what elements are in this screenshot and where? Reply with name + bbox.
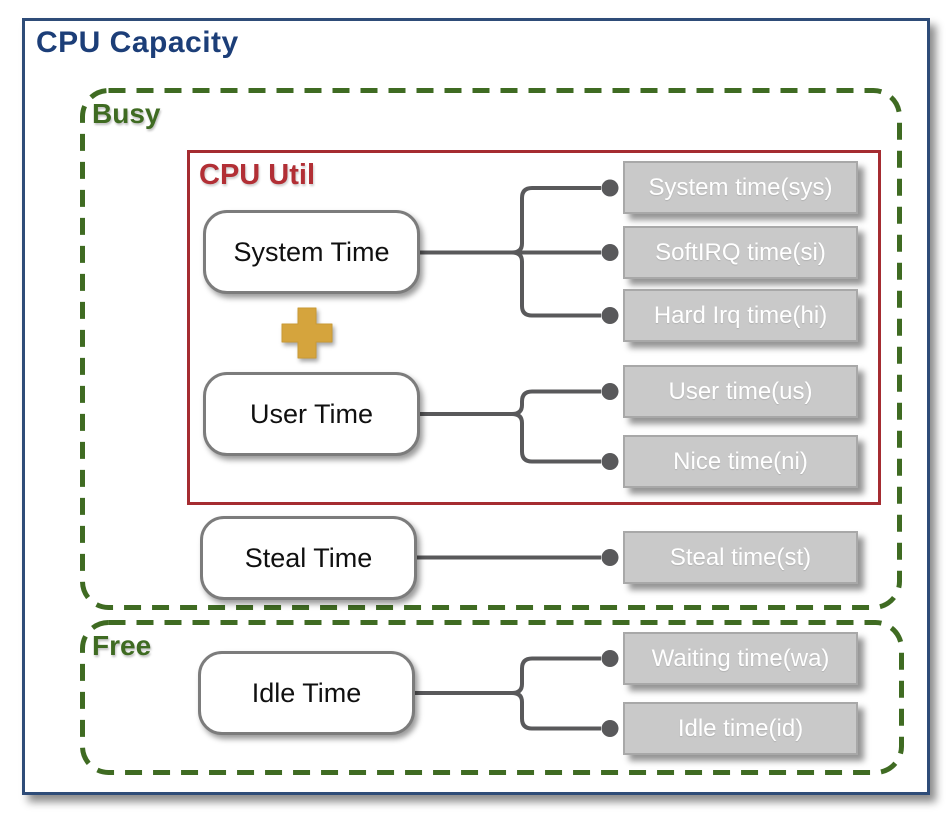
busy-group-border: [80, 88, 902, 610]
busy-group-label: Busy: [92, 98, 161, 129]
plus-icon: [281, 307, 333, 359]
cpu-util-frame: [187, 150, 881, 505]
leaf-steal-time-st: Steal time(st): [623, 531, 858, 584]
node-user-time: User Time: [203, 372, 420, 456]
leaf-softirq-time-si: SoftIRQ time(si): [623, 226, 858, 279]
leaf-user-time-us: User time(us): [623, 365, 858, 418]
leaf-hard-irq-time-hi: Hard Irq time(hi): [623, 289, 858, 342]
leaf-waiting-time-wa: Waiting time(wa): [623, 632, 858, 685]
free-group-label: Free: [92, 630, 152, 661]
node-idle-time: Idle Time: [198, 651, 415, 735]
cpu-util-label: CPU Util: [199, 159, 315, 191]
node-system-time: System Time: [203, 210, 420, 294]
connector-dots: [601, 179, 619, 737]
connector-lines: [415, 186, 601, 731]
node-steal-time: Steal Time: [200, 516, 417, 600]
page-title: CPU Capacity: [36, 26, 239, 59]
free-group-border: [80, 620, 904, 775]
leaf-nice-time-ni: Nice time(ni): [623, 435, 858, 488]
leaf-system-time-sys: System time(sys): [623, 161, 858, 214]
leaf-idle-time-id: Idle time(id): [623, 702, 858, 755]
